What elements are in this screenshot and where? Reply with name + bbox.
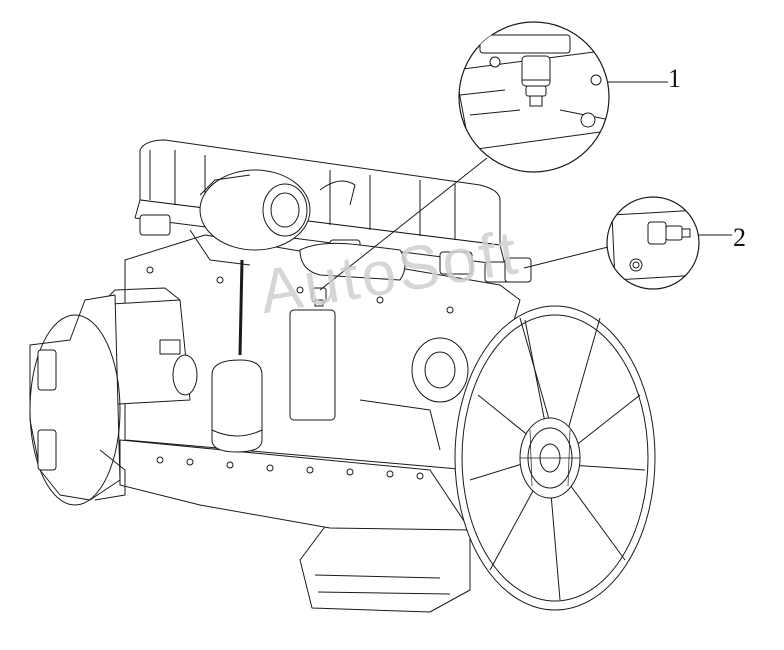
sensor-2-detail: [647, 221, 691, 245]
alternator: [411, 337, 469, 403]
callout-number-1: 1: [668, 64, 681, 93]
oil-filter: [211, 259, 263, 453]
intake-pipe: [299, 242, 406, 281]
crankcase: [119, 439, 471, 531]
fuel-filter: [289, 309, 336, 421]
detail-circle-2: [606, 196, 700, 290]
air-compressor: [94, 287, 198, 406]
flywheel-housing: [29, 294, 121, 506]
turbocharger: [189, 169, 356, 266]
sensor-2-on-block: [504, 257, 532, 283]
cooling-fan: [454, 305, 656, 611]
sensor-1-detail: [521, 55, 551, 107]
callout-number-2: 2: [733, 223, 746, 252]
oil-pan: [299, 519, 471, 613]
detail-circle-1: [458, 21, 610, 173]
engine-block: [29, 139, 532, 613]
sensor-1-on-block: [311, 287, 327, 307]
